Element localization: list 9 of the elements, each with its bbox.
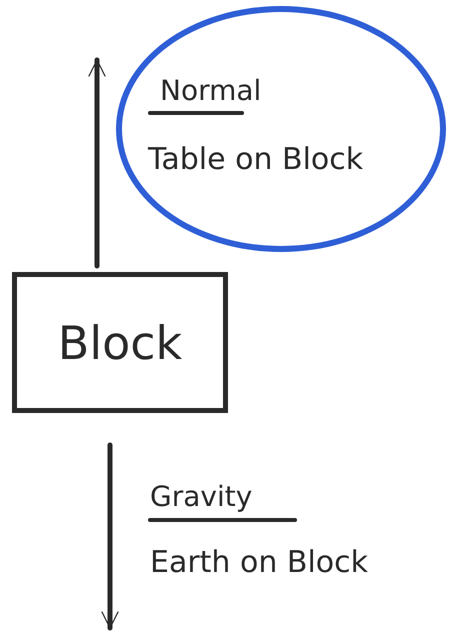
force-arrow	[101, 442, 119, 630]
force-description: Table on Block	[148, 142, 364, 177]
force-name: Normal	[160, 74, 262, 107]
force-arrow	[88, 58, 106, 268]
force-name: Gravity	[150, 480, 252, 513]
block-label: Block	[58, 316, 182, 370]
force-description: Earth on Block	[150, 545, 368, 580]
block-box	[12, 272, 228, 413]
highlight-ellipse	[116, 6, 446, 252]
